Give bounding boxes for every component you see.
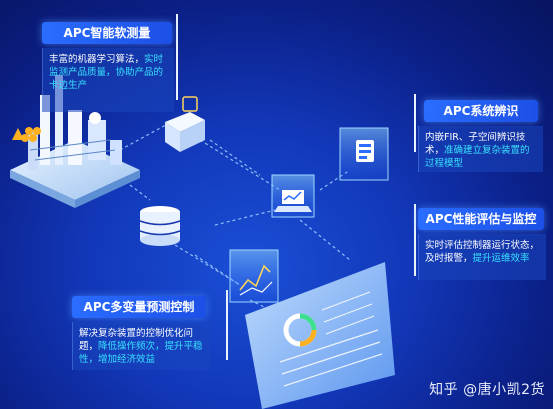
connector-line-performance — [414, 204, 416, 276]
panel-body-soft-sensor: 丰富的机器学习算法，实时监测产品质量，协助产品的卡边生产 — [42, 48, 174, 112]
panel-text-soft-sensor: 丰富的机器学习算法， — [49, 54, 145, 65]
panel-text-performance: 实时评估控制器运行状态，及时报警， — [425, 240, 540, 264]
database-icon — [139, 206, 181, 246]
connector-line-mpc — [226, 290, 228, 360]
dashboard-panel-icon — [245, 262, 395, 409]
panel-title-soft-sensor: APC智能软测量 — [42, 22, 172, 44]
panel-highlight-soft-sensor: 实时监测产品质量，协助产品的卡边生产 — [49, 54, 164, 91]
panel-text-mpc: 解决复杂装置的控制优化问题， — [79, 328, 194, 352]
control-screen-icon — [339, 127, 389, 181]
panel-title-mpc: APC多变量预测控制 — [72, 296, 206, 318]
monitor-icon — [229, 249, 279, 303]
server-box-icon — [165, 96, 205, 152]
panel-body-performance: 实时评估控制器运行状态，及时报警，提升运维效率 — [418, 234, 546, 280]
panel-body-system-id: 内嵌FIR、子空间辨识技术，准确建立复杂装置的过程模型 — [418, 126, 543, 172]
panel-highlight-system-id: 准确建立复杂装置的过程模型 — [425, 145, 530, 169]
factory-icon — [10, 75, 140, 208]
laptop-chart-icon — [271, 174, 315, 218]
panel-body-mpc: 解决复杂装置的控制优化问题，降低操作频次，提升平稳性，增加经济效益 — [72, 322, 210, 370]
connector-line-system-id — [414, 94, 416, 152]
panel-highlight-mpc: 降低操作频次，提升平稳性，增加经济效益 — [79, 341, 203, 365]
panel-text-system-id: 内嵌FIR、子空间辨识技术， — [425, 132, 526, 156]
connector-line-soft-sensor — [176, 14, 178, 100]
panel-highlight-performance: 提升运维效率 — [472, 253, 530, 264]
panel-title-performance: APC性能评估与监控 — [418, 208, 544, 230]
watermark: 知乎 @唐小凯2货 — [429, 382, 545, 398]
panel-title-system-id: APC系统辨识 — [424, 100, 538, 122]
